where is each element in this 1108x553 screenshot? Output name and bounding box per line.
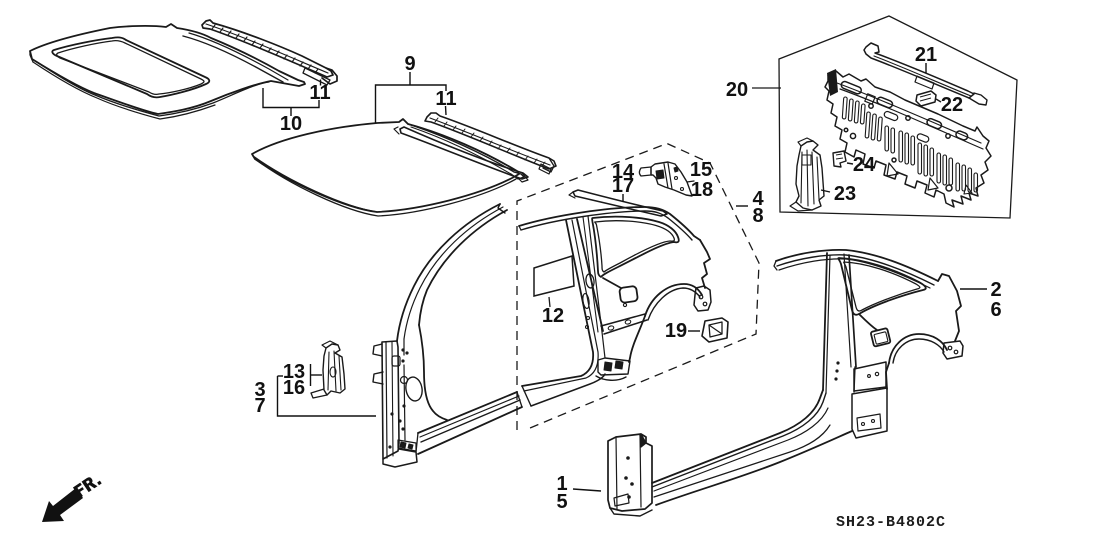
- svg-text:7: 7: [254, 395, 265, 417]
- svg-text:16: 16: [283, 377, 305, 399]
- svg-text:2: 2: [990, 279, 1001, 301]
- svg-text:14: 14: [612, 161, 635, 183]
- svg-text:4: 4: [752, 188, 764, 210]
- svg-text:17: 17: [612, 175, 634, 197]
- svg-text:15: 15: [690, 159, 712, 181]
- svg-text:20: 20: [726, 79, 748, 101]
- svg-text:5: 5: [556, 491, 567, 513]
- svg-text:6: 6: [990, 299, 1001, 321]
- svg-text:8: 8: [752, 205, 763, 227]
- svg-text:11: 11: [435, 88, 456, 110]
- svg-text:9: 9: [404, 53, 415, 75]
- svg-text:11: 11: [309, 82, 330, 104]
- svg-text:13: 13: [283, 361, 305, 383]
- svg-text:22: 22: [941, 94, 963, 116]
- svg-text:23: 23: [834, 183, 856, 205]
- svg-text:3: 3: [254, 379, 265, 401]
- svg-text:18: 18: [691, 179, 713, 201]
- svg-text:12: 12: [542, 305, 564, 327]
- svg-text:21: 21: [915, 44, 937, 66]
- svg-text:19: 19: [665, 320, 687, 342]
- svg-text:10: 10: [280, 113, 302, 135]
- svg-text:SH23-B4802C: SH23-B4802C: [836, 514, 946, 531]
- svg-text:24: 24: [853, 154, 876, 176]
- svg-text:1: 1: [556, 473, 567, 495]
